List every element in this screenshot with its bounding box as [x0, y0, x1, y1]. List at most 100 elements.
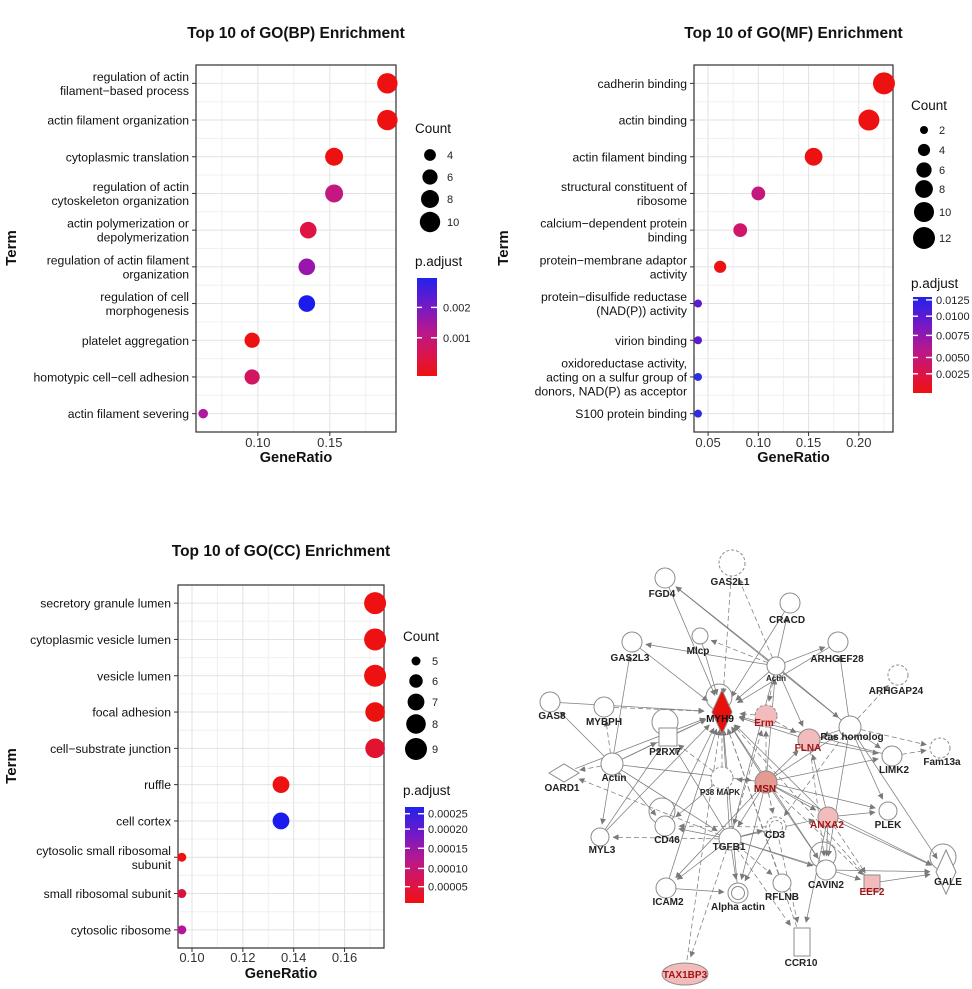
node-label-GAS8: GAS8	[538, 711, 566, 722]
dot	[364, 664, 387, 687]
dot	[694, 336, 703, 345]
chart-title: Top 10 of GO(MF) Enrichment	[684, 25, 902, 42]
term-label: cell−substrate junction	[50, 742, 171, 756]
node-Erm	[754, 704, 778, 728]
padjust-legend-label: 0.00015	[428, 843, 468, 855]
y-axis-title: Term	[495, 230, 512, 266]
padjust-legend-label: 0.00025	[428, 809, 468, 821]
node-label-ICAM2: ICAM2	[652, 897, 684, 908]
term-label: actin filament organization	[47, 114, 189, 128]
dot	[377, 109, 398, 131]
node-label-LIMK2: LIMK2	[879, 765, 909, 776]
node-label-TGFB1: TGFB1	[713, 842, 746, 853]
dot	[299, 221, 317, 239]
count-legend-label: 10	[939, 207, 951, 219]
node-label-Fam13a: Fam13a	[923, 757, 961, 768]
term-label: homotypic cell−cell adhesion	[34, 370, 189, 384]
padjust-legend-label: 0.001	[443, 333, 471, 345]
node-CD3	[765, 816, 787, 838]
node-label-ANXA2: ANXA2	[810, 820, 844, 831]
term-label: actin binding	[619, 114, 687, 128]
node-MSN	[754, 770, 778, 794]
dot	[298, 258, 316, 276]
node-P38MAPK	[710, 766, 734, 790]
node-MYH9	[711, 688, 733, 736]
x-tick-label: 0.10	[746, 435, 771, 450]
node-label-Mlcp: Mlcp	[687, 646, 710, 657]
legend-padjust: p.adjust0.000250.000200.000150.000100.00…	[403, 783, 468, 903]
padjust-legend-label: 0.0100	[936, 311, 970, 323]
node-label-P38MAPK: P38 MAPK	[700, 788, 740, 797]
term-label: secretory granule lumen	[40, 597, 171, 611]
term-label: S100 protein binding	[575, 407, 687, 421]
count-legend-label: 8	[939, 184, 945, 196]
node-Actin	[600, 752, 624, 776]
node-GAS2L1	[718, 549, 746, 577]
node-label-RasHomolog: Ras homolog	[820, 732, 883, 743]
padjust-legend-label: 0.002	[443, 302, 471, 314]
x-tick-label: 0.14	[281, 950, 306, 965]
padjust-legend-label: 0.00020	[428, 824, 468, 836]
padjust-legend-label: 0.00010	[428, 863, 468, 875]
node-label-MYH9: MYH9	[706, 714, 734, 725]
term-label: vesicle lumen	[97, 669, 171, 683]
dot	[364, 628, 387, 651]
padjust-legend-title: p.adjust	[415, 254, 463, 269]
term-label: ruffle	[144, 778, 171, 792]
node-label-Erm: Erm	[754, 718, 774, 729]
dot	[733, 223, 748, 238]
dot	[177, 852, 187, 862]
node-LIMK2	[881, 745, 903, 767]
node-ANXA2	[817, 806, 839, 828]
node-label-CD3: CD3	[765, 830, 785, 841]
padjust-colorbar	[913, 297, 932, 393]
node-OARD1	[548, 763, 580, 783]
term-label: cadherin binding	[598, 77, 687, 91]
node-label-ARHGAP24: ARHGAP24	[869, 686, 924, 697]
dot	[272, 776, 290, 794]
x-tick-label: 0.15	[796, 435, 821, 450]
node-label-MSN: MSN	[754, 784, 776, 795]
term-label: platelet aggregation	[82, 334, 189, 348]
x-tick-label: 0.12	[230, 950, 255, 965]
dots	[177, 592, 387, 935]
node-ARHGAP24	[887, 664, 909, 686]
dot	[272, 812, 290, 830]
node-label-AlphaActin: Alpha actin	[711, 902, 765, 913]
node-CCR10	[793, 927, 811, 957]
node-PLEK	[878, 801, 898, 821]
node-label-Actin2: Actin	[766, 674, 786, 683]
node-ICAM2	[655, 877, 677, 899]
node-CRACD	[779, 592, 801, 614]
count-legend-title: Count	[415, 121, 451, 136]
padjust-legend-label: 0.0025	[936, 369, 970, 381]
x-tick-label: 0.20	[846, 435, 871, 450]
node-CD46	[654, 815, 676, 837]
node-label-CD46: CD46	[654, 835, 680, 846]
padjust-legend-label: 0.0125	[936, 295, 970, 307]
dot	[804, 147, 823, 166]
dot	[751, 186, 766, 201]
dot	[377, 73, 398, 94]
y-axis-title: Term	[3, 230, 20, 266]
term-label: focal adhesion	[92, 706, 171, 720]
node-EEF2	[863, 874, 881, 892]
x-axis-title: GeneRatio	[260, 450, 333, 466]
chart-title: Top 10 of GO(CC) Enrichment	[172, 543, 390, 560]
node-label-Actin: Actin	[602, 773, 627, 784]
count-legend-label: 6	[939, 165, 945, 177]
node-MYBPH	[593, 696, 615, 718]
node-RasHomolog	[838, 715, 862, 739]
count-legend-label: 6	[432, 676, 438, 688]
